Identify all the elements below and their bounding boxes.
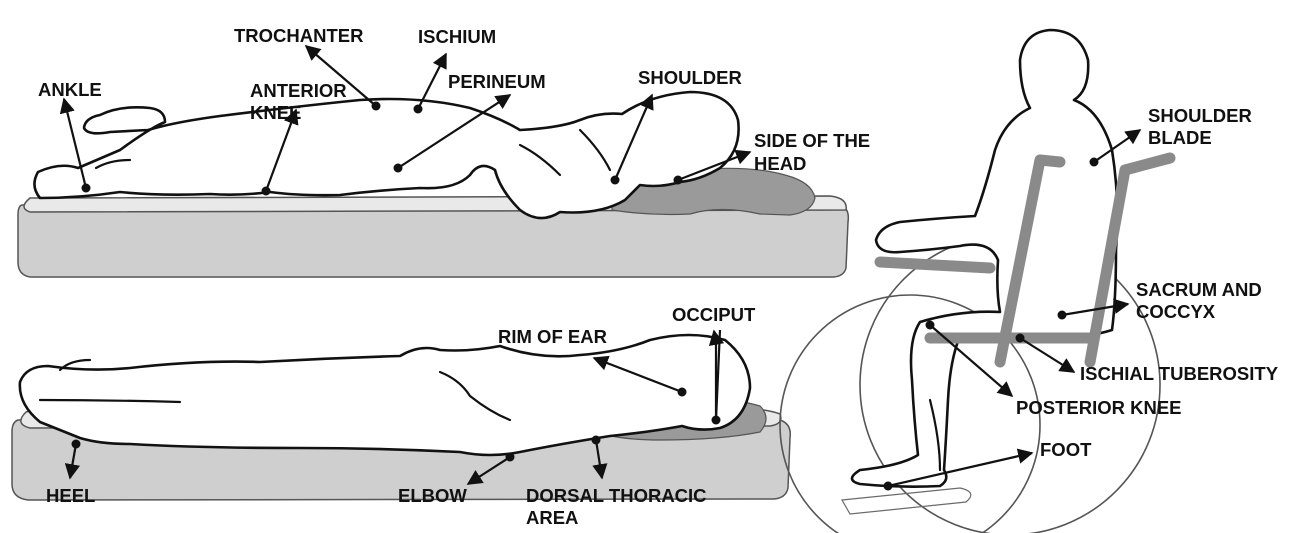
label-shoulder-blade-line2: BLADE (1148, 127, 1212, 148)
label-occiput: OCCIPUT (672, 304, 756, 325)
label-ankle: ANKLE (38, 79, 102, 100)
point-rim-of-ear (678, 388, 687, 397)
side-lying-figure (18, 92, 848, 277)
point-trochanter (372, 102, 381, 111)
point-shoulder-blade (1090, 158, 1099, 167)
label-trochanter: TROCHANTER (234, 25, 364, 46)
point-ischium (414, 105, 423, 114)
point-heel (72, 440, 81, 449)
label-perineum: PERINEUM (448, 71, 546, 92)
point-perineum (394, 164, 403, 173)
seated-figure (780, 30, 1170, 533)
point-ischial-tuberosity (1016, 334, 1025, 343)
label-foot: FOOT (1040, 439, 1092, 460)
point-elbow (506, 453, 515, 462)
label-side-of-head-line1: SIDE OF THE (754, 130, 870, 151)
label-sacrum-line1: SACRUM AND (1136, 279, 1262, 300)
label-sacrum-line2: COCCYX (1136, 301, 1216, 322)
point-foot (884, 482, 893, 491)
label-side-of-head-line2: HEAD (754, 153, 806, 174)
point-anterior-knee (262, 187, 271, 196)
label-elbow: ELBOW (398, 485, 467, 506)
label-anterior-knee-line1: ANTERIOR (250, 80, 347, 101)
label-ischium: ISCHIUM (418, 26, 496, 47)
label-shoulder: SHOULDER (638, 67, 742, 88)
point-posterior-knee (926, 321, 935, 330)
point-occiput (712, 416, 721, 425)
label-posterior-knee: POSTERIOR KNEE (1016, 397, 1182, 418)
label-shoulder-blade-line1: SHOULDER (1148, 105, 1252, 126)
supine-figure (12, 335, 790, 500)
label-dorsal-thoracic-line2: AREA (526, 507, 578, 528)
label-rim-of-ear: RIM OF EAR (498, 326, 607, 347)
point-dorsal-thoracic (592, 436, 601, 445)
point-sacrum (1058, 311, 1067, 320)
label-heel: HEEL (46, 485, 95, 506)
label-ischial-tuberosity: ISCHIAL TUBEROSITY (1080, 363, 1279, 384)
label-anterior-knee-line2: KNEE (250, 102, 301, 123)
point-shoulder (611, 176, 620, 185)
point-ankle (82, 184, 91, 193)
point-side-of-head (674, 176, 683, 185)
label-dorsal-thoracic-line1: DORSAL THORACIC (526, 485, 707, 506)
